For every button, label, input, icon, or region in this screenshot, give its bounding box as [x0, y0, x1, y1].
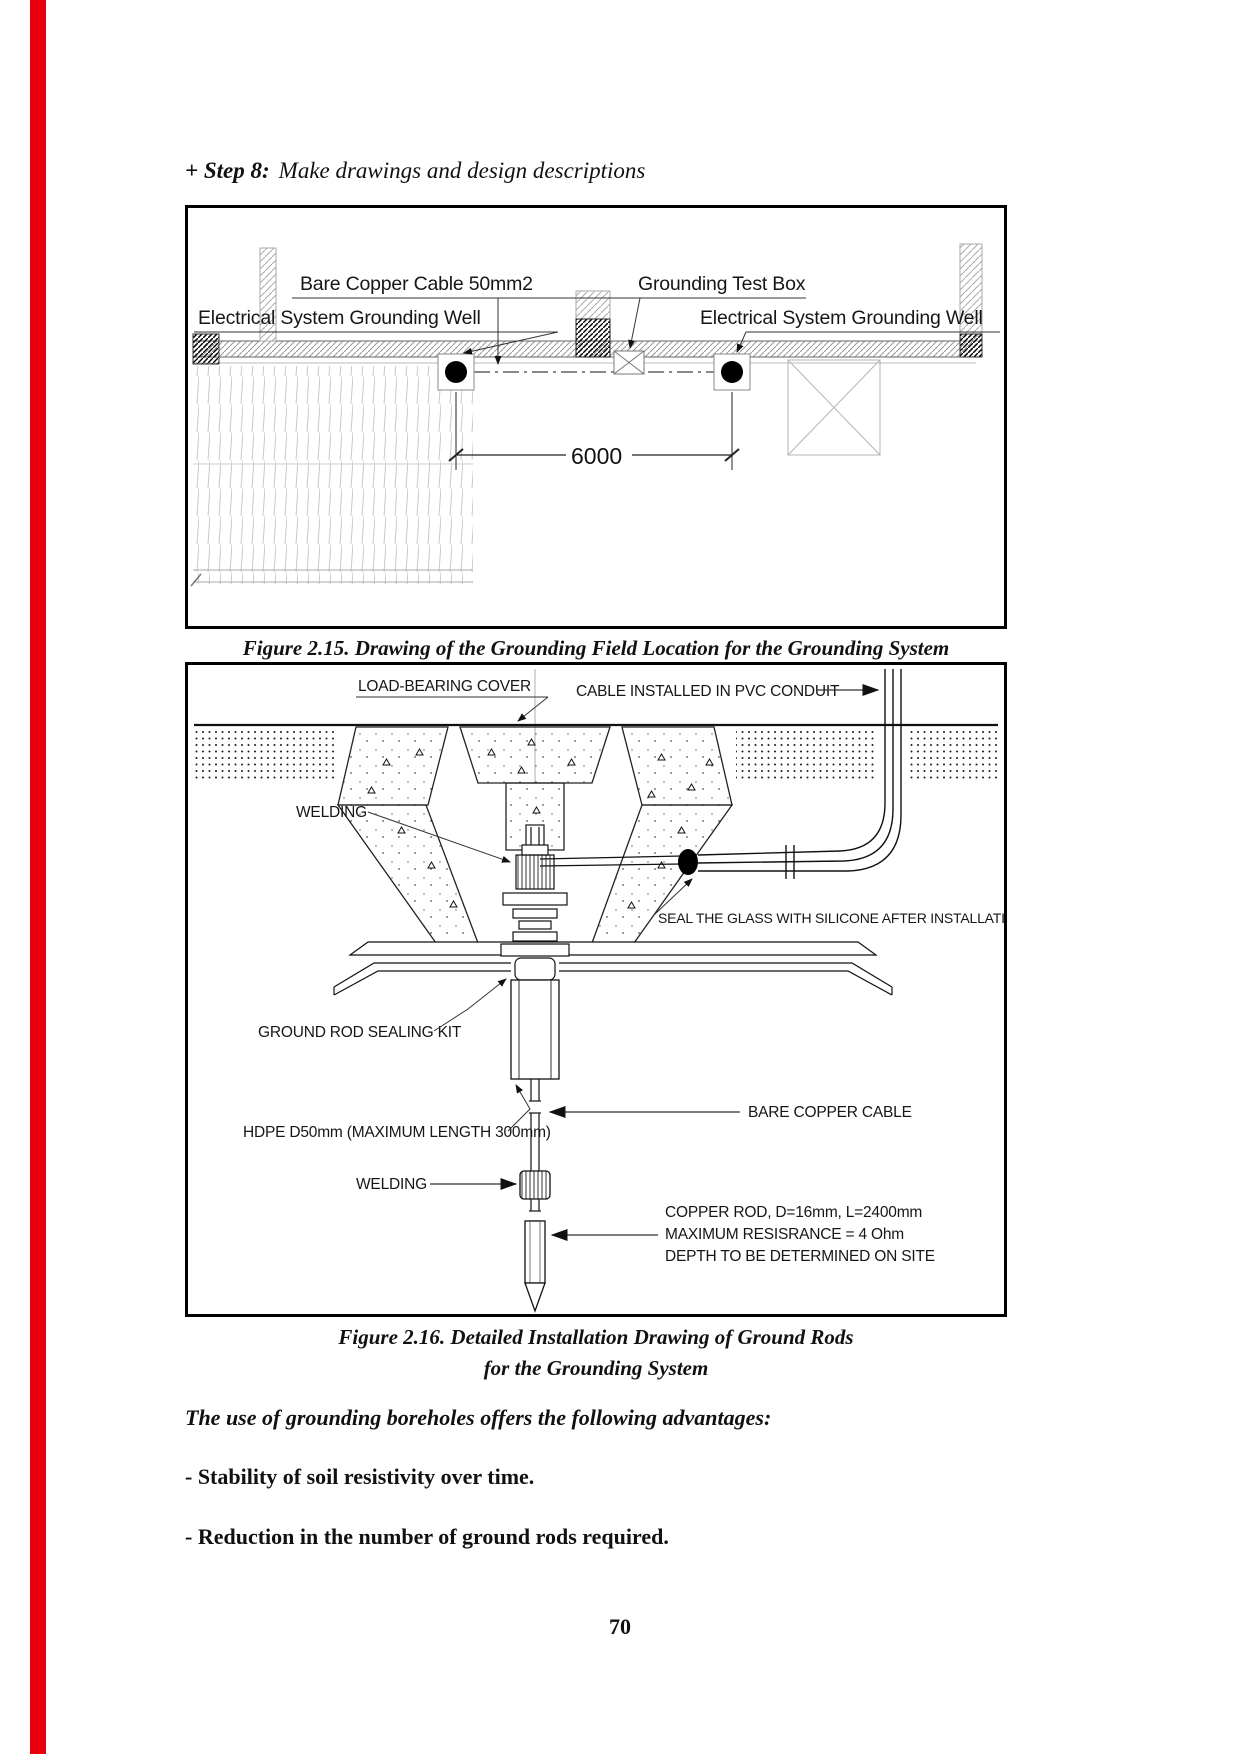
grounding-well-right-symbol	[713, 353, 751, 391]
sealing-kit-bracket	[333, 941, 893, 996]
label-seal-silicone: SEAL THE GLASS WITH SILICONE AFTER INSTA…	[658, 910, 1004, 926]
label-grounding-well-right: Electrical System Grounding Well	[700, 307, 983, 329]
hdpe-tube	[510, 979, 560, 1080]
leader-arrow	[517, 696, 549, 722]
page-number: 70	[609, 1614, 631, 1639]
figure-2-16-caption-line2: for the Grounding System	[483, 1356, 709, 1380]
figure-2-16-caption: Figure 2.16. Detailed Installation Drawi…	[185, 1322, 1007, 1384]
figure-2-15-caption: Figure 2.15. Drawing of the Grounding Fi…	[242, 636, 950, 660]
test-box-symbol	[613, 350, 645, 375]
step-title: Make drawings and design descriptions	[278, 158, 646, 183]
clamp-cap	[521, 844, 549, 856]
grounding-well-left-symbol	[437, 353, 475, 391]
label-load-bearing-cover: LOAD-BEARING COVER	[358, 678, 531, 695]
label-cable-pvc-conduit: CABLE INSTALLED IN PVC CONDUIT	[576, 683, 840, 700]
aggregate-triangles	[367, 738, 714, 909]
advantages-intro: The use of grounding boreholes offers th…	[185, 1405, 772, 1430]
advantage-item-2: - Reduction in the number of ground rods…	[185, 1524, 669, 1549]
leader-arrow	[628, 297, 641, 349]
leader-arrow	[433, 978, 507, 1032]
label-welding-lower: WELDING	[356, 1176, 427, 1193]
leader-arrow	[367, 811, 511, 863]
wall-block-right-dark	[959, 333, 983, 358]
ground-rod-section: LOAD-BEARING COVER CABLE INSTALLED IN PV…	[194, 669, 1004, 1313]
welding-coupling	[519, 1170, 551, 1200]
pvc-conduit-pipes	[697, 669, 902, 879]
soil-stipple-right	[736, 727, 998, 783]
leader-arrow	[653, 878, 693, 916]
rod-tip	[524, 1282, 546, 1313]
leader-arrow	[507, 1084, 531, 1132]
wall-column	[259, 247, 277, 342]
label-copper-rod-spec-3: DEPTH TO BE DETERMINED ON SITE	[665, 1248, 935, 1265]
leader-arrow	[463, 331, 559, 355]
seal-point	[678, 849, 698, 875]
column-x-box	[787, 359, 881, 456]
figure-2-15-drawing: 6000 Bare Copper Cable 50mm2 Grounding T…	[185, 205, 1007, 629]
red-margin-stripe	[30, 0, 46, 1754]
label-copper-rod-spec-1: COPPER ROD, D=16mm, L=2400mm	[665, 1204, 922, 1221]
dimension-text: 6000	[571, 443, 622, 469]
wall-block-middle-dark	[575, 318, 611, 358]
copper-rod	[524, 1220, 546, 1284]
step-heading: + Step 8: Make drawings and design descri…	[185, 158, 645, 184]
grounding-field-plan: 6000 Bare Copper Cable 50mm2 Grounding T…	[190, 243, 1000, 587]
label-welding-upper: WELDING	[296, 804, 367, 821]
rod-assembly	[500, 827, 570, 1313]
label-grounding-well-left: Electrical System Grounding Well	[198, 307, 481, 329]
label-hdpe: HDPE D50mm (MAXIMUM LENGTH 300mm)	[243, 1124, 551, 1141]
advantage-item-1: - Stability of soil resistivity over tim…	[185, 1464, 535, 1489]
label-copper-rod-spec-2: MAXIMUM RESISRANCE = 4 Ohm	[665, 1226, 904, 1243]
label-bare-copper-cable: Bare Copper Cable 50mm2	[300, 273, 533, 295]
soil-stipple-left	[194, 727, 338, 783]
stair-hatch-area	[190, 366, 473, 587]
wall-block-middle-light	[575, 290, 611, 320]
cable-run	[539, 855, 683, 867]
figure-2-16-drawing: LOAD-BEARING COVER CABLE INSTALLED IN PV…	[185, 662, 1007, 1317]
leader-arrow	[736, 331, 747, 353]
label-grounding-test-box: Grounding Test Box	[638, 273, 806, 295]
label-bare-copper-cable: BARE COPPER CABLE	[748, 1104, 912, 1121]
figure-2-16-caption-line1: Figure 2.16. Detailed Installation Drawi…	[338, 1325, 854, 1349]
dimension-6000	[448, 392, 740, 470]
wall-block-left	[192, 333, 220, 365]
concrete-pit	[336, 726, 734, 944]
label-ground-rod-sealing-kit: GROUND ROD SEALING KIT	[258, 1024, 462, 1041]
step-number: + Step 8:	[185, 158, 270, 183]
welding-clamp	[515, 854, 555, 890]
